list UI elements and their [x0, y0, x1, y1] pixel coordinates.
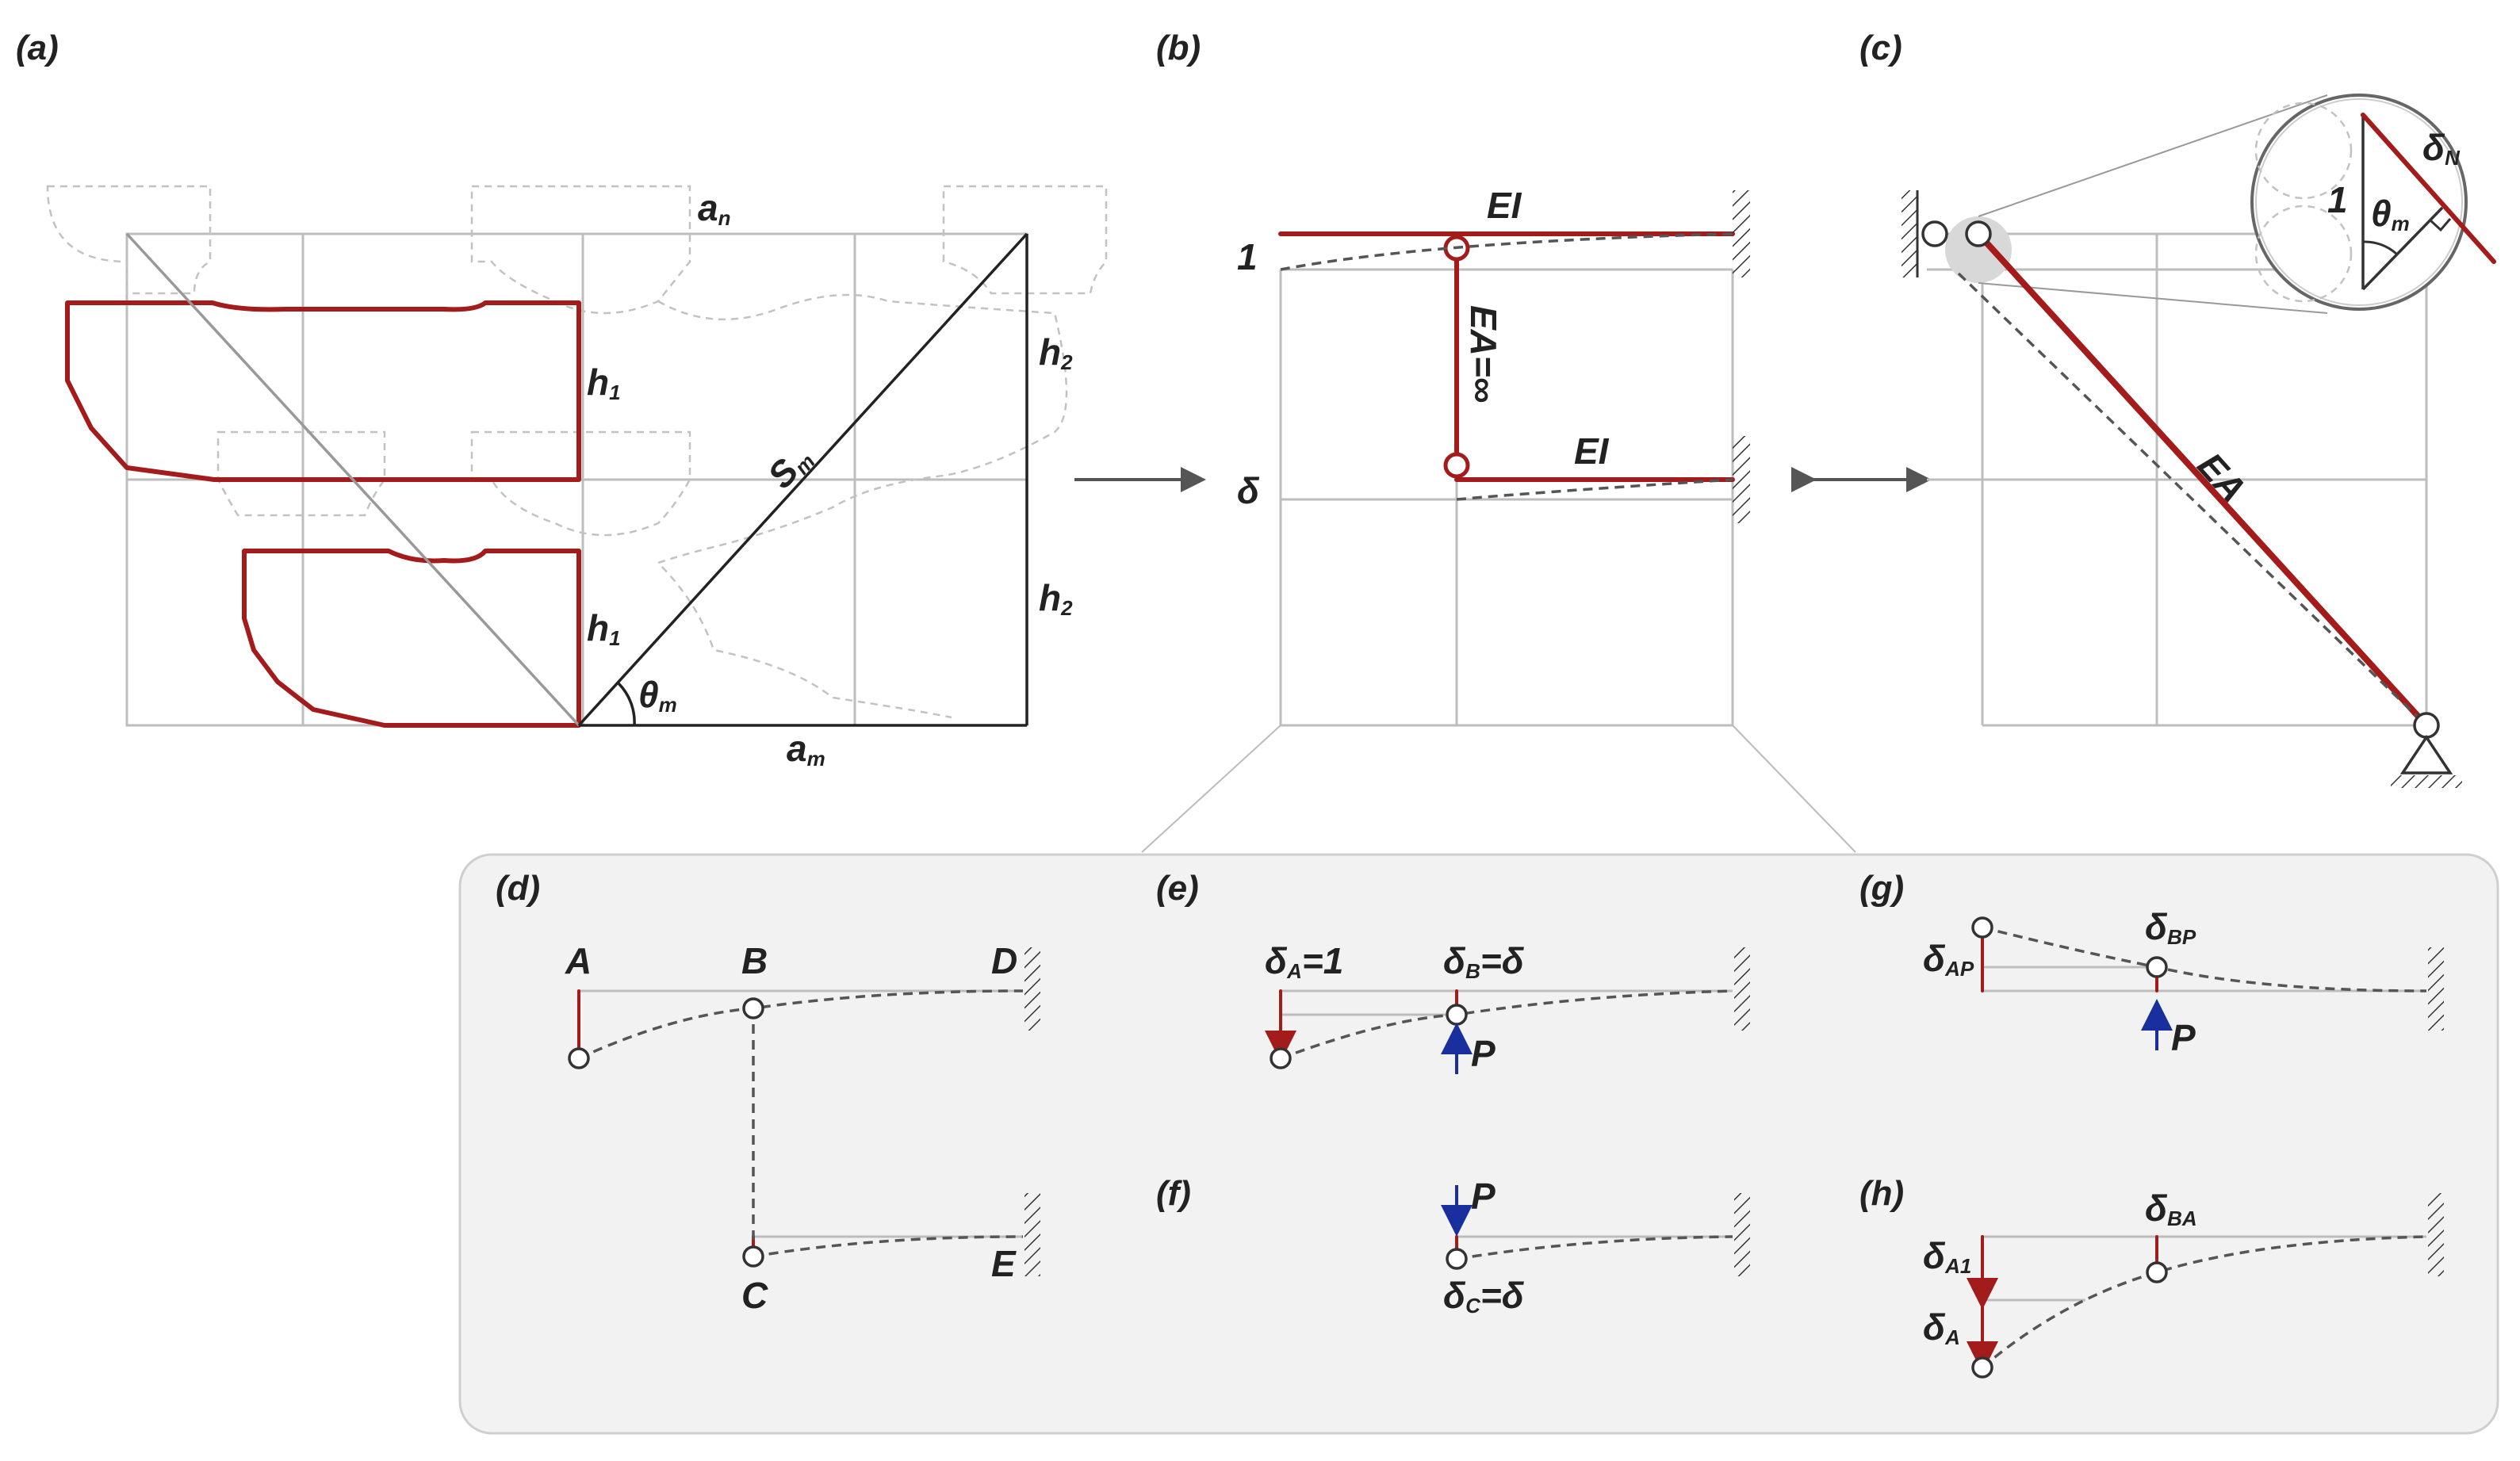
label-h1-lower: h1: [587, 607, 621, 650]
panel-f: (f) P δC=δ: [1156, 1174, 1750, 1318]
label-dAP: δAP: [1923, 938, 1974, 981]
panel-e: (e) δA=1 δB=δ P: [1156, 869, 1750, 1074]
label-h2-upper: h2: [1039, 331, 1073, 374]
zoom-b-left: [1141, 725, 1281, 853]
fixed-support-bottom: [1733, 436, 1750, 523]
deflected-bottom: [1456, 478, 1733, 501]
panel-b: (b) 1 δ EI EI EA=∞: [1156, 29, 1750, 727]
label-one: 1: [1237, 236, 1258, 277]
hinge-bottom: [1443, 452, 1470, 479]
label-A: A: [565, 940, 592, 981]
fixed-support-top: [1733, 190, 1750, 277]
inset-label-delta: δN: [2422, 127, 2461, 170]
bar-deflected: [1957, 272, 2428, 727]
label-s-m: Sm: [760, 437, 820, 497]
label-P-e: P: [1471, 1033, 1496, 1074]
label-theta-m: θm: [638, 674, 677, 717]
pin-support: [2399, 734, 2453, 774]
panel-d: (d) A B C D E: [496, 869, 1040, 1316]
bar-ea: [1975, 231, 2430, 729]
zoom-spot: [1945, 216, 2012, 283]
node-bottom: [2413, 712, 2440, 739]
panel-b-label: (b): [1156, 29, 1201, 67]
wall-support: [1901, 190, 1917, 277]
label-ei-bottom: EI: [1574, 430, 1610, 472]
inset-label-one: 1: [2327, 179, 2348, 220]
node-right: [1965, 220, 1992, 247]
gray-diagonal: [125, 232, 580, 727]
label-B: B: [741, 940, 768, 981]
panel-c: (c) EA: [1859, 29, 2496, 788]
label-E: E: [991, 1243, 1017, 1284]
deflected-top: [1280, 232, 1733, 271]
label-dA-1: δA=1: [1265, 940, 1343, 983]
panel-a: (a) an h1 h1 h2 h2: [16, 29, 1108, 771]
inset-label-theta: θm: [2371, 193, 2410, 235]
panel-c-label: (c): [1859, 29, 1902, 67]
inset-zoom: 1 δN θm: [2250, 94, 2496, 311]
panel-h-label: (h): [1859, 1174, 1904, 1213]
ghost-outlines-a: [46, 185, 1108, 719]
label-ei-top: EI: [1487, 185, 1522, 226]
label-h1-upper: h1: [587, 361, 621, 404]
panel-a-label: (a): [16, 29, 59, 67]
panel-d-label: (d): [496, 869, 540, 908]
cross-section-upper: [65, 300, 581, 482]
zoom-line-top: [1978, 94, 2328, 217]
label-dA1: δA1: [1923, 1235, 1971, 1278]
label-C: C: [741, 1275, 768, 1316]
label-h2-lower: h2: [1039, 577, 1073, 620]
label-P-g: P: [2171, 1017, 2196, 1058]
label-a-m: am: [787, 728, 825, 771]
label-ea-inf: EA=∞: [1463, 305, 1504, 403]
label-delta: δ: [1237, 470, 1260, 511]
zoom-line-bottom: [1978, 282, 2328, 314]
theta-arc: [617, 682, 636, 726]
cross-section-lower: [242, 549, 581, 728]
zoom-b-right: [1732, 725, 1856, 853]
panel-e-label: (e): [1156, 869, 1199, 908]
label-dA: δA: [1923, 1306, 1960, 1349]
label-dC: δC=δ: [1443, 1275, 1525, 1318]
label-P-f: P: [1471, 1176, 1496, 1217]
s-m-diagonal: [577, 232, 1028, 727]
label-dB-delta: δB=δ: [1443, 940, 1525, 983]
label-dBP: δBP: [2145, 906, 2196, 949]
label-D: D: [991, 940, 1017, 981]
panel-f-label: (f): [1156, 1174, 1191, 1213]
panel-g: (g) δAP δBP P: [1859, 869, 2444, 1058]
grid-b: [1279, 268, 1734, 727]
panel-g-label: (g): [1859, 869, 1904, 908]
label-dBA: δBA: [2145, 1188, 2197, 1230]
label-a-n: an: [698, 187, 730, 230]
node-left: [1921, 220, 1948, 247]
panel-h: (h) δA1 δA δBA: [1859, 1174, 2444, 1379]
label-ea: EA: [2189, 445, 2254, 510]
